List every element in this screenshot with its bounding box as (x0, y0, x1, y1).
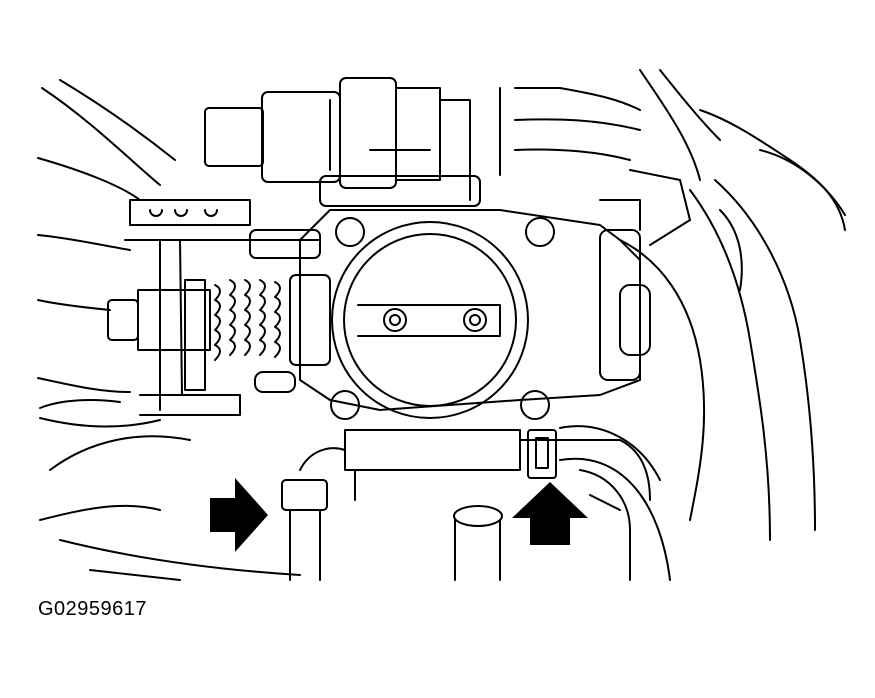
lower-neck (39, 429, 671, 581)
cable-bracket (124, 199, 321, 411)
up-pointing-arrow (512, 482, 588, 545)
background-hoses (37, 69, 846, 541)
right-pointing-arrow (210, 478, 268, 552)
figure-code: G02959617 (38, 598, 148, 620)
upper-valve-block (204, 77, 481, 207)
throttle-body-housing (299, 169, 691, 420)
connectors (527, 425, 661, 481)
spring-assembly (107, 274, 331, 416)
indicator-arrows (210, 478, 588, 552)
